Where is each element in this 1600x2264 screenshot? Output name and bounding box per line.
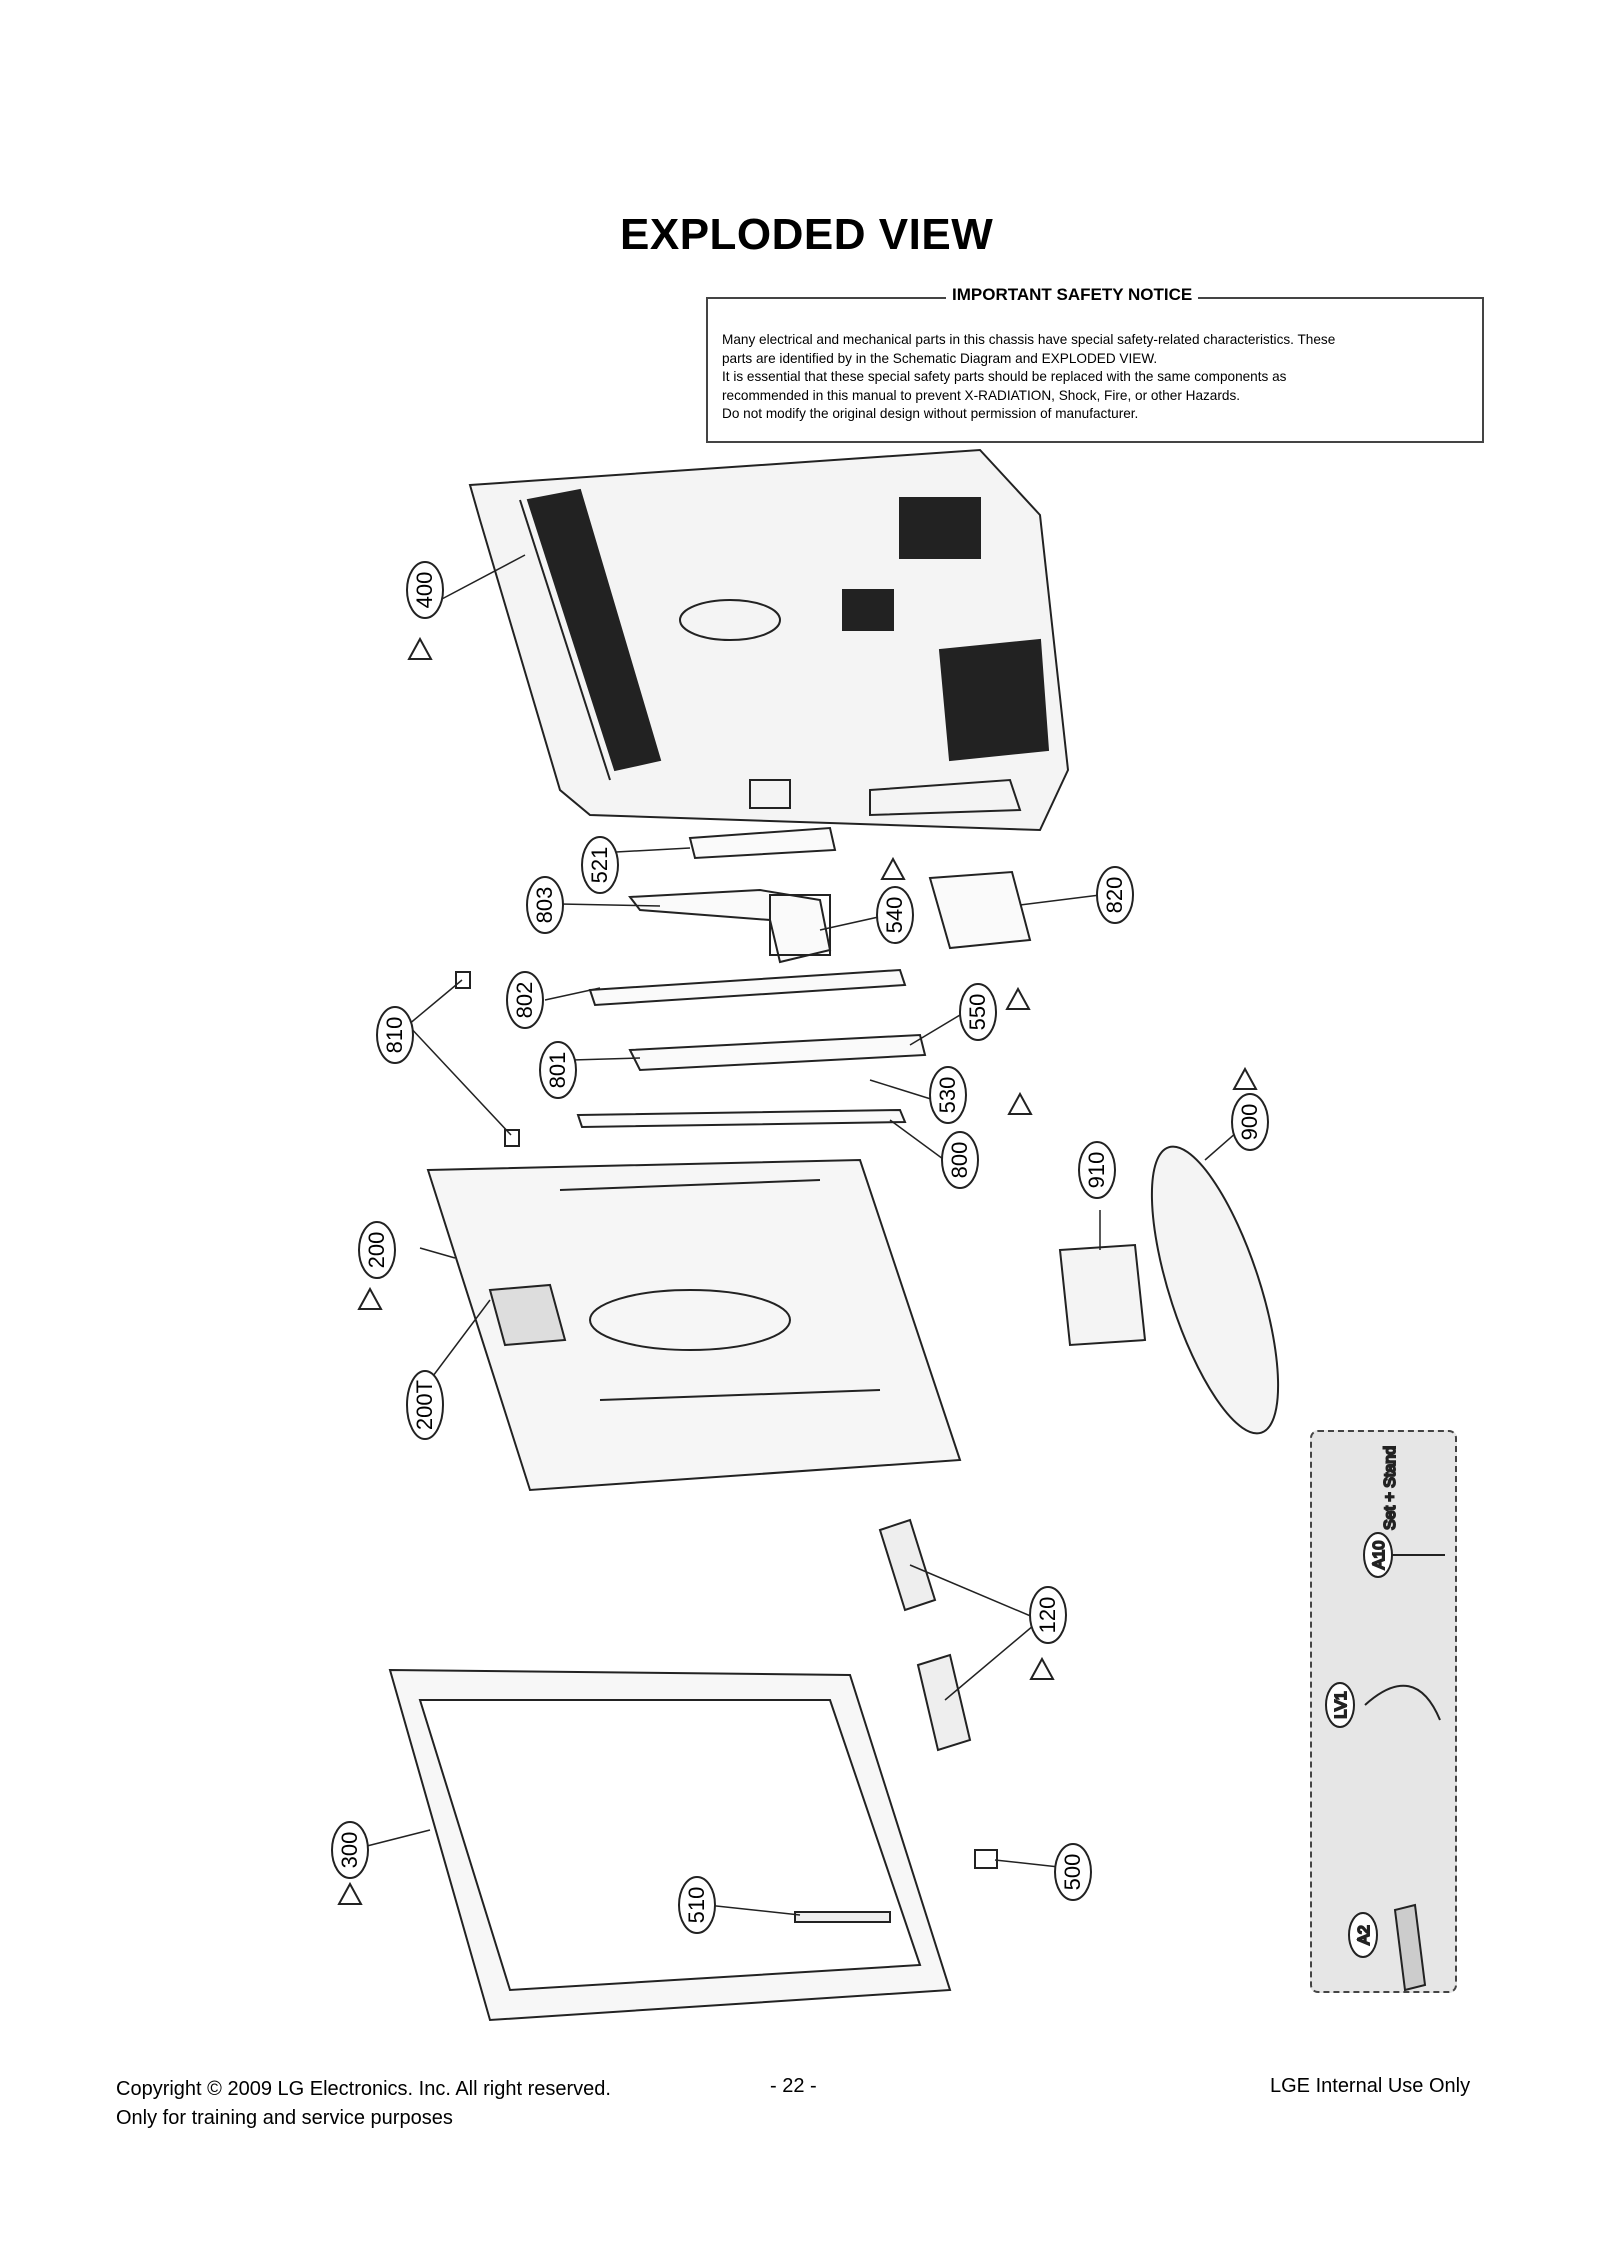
- safety-notice-body: Many electrical and mechanical parts in …: [722, 331, 1468, 424]
- callout-label: 801: [545, 1052, 570, 1089]
- internal-use-text: LGE Internal Use Only: [1270, 2075, 1471, 2097]
- page-title: EXPLODED VIEW: [620, 210, 994, 259]
- callout-540: 540: [876, 886, 914, 944]
- safety-warning-icon: [1232, 1066, 1258, 1090]
- safety-warning-icon: [357, 1286, 383, 1310]
- main-board-part: [628, 888, 832, 964]
- set-stand-note: Set + Stand: [1382, 1446, 1399, 1530]
- callout-label: 400: [412, 572, 437, 609]
- accessory-A2: A2: [1348, 1912, 1378, 1958]
- callout-802: 802: [506, 971, 544, 1029]
- part-820: [928, 870, 1032, 950]
- callout-label: 120: [1035, 1597, 1060, 1634]
- callout-label: 803: [532, 887, 557, 924]
- callout-120: 120: [1029, 1586, 1067, 1644]
- callout-910: 910: [1078, 1141, 1116, 1199]
- notice-line: recommended in this manual to prevent X-…: [722, 387, 1241, 403]
- callout-810: 810: [376, 1006, 414, 1064]
- callout-510: 510: [678, 1876, 716, 1934]
- part-120: [878, 1518, 937, 1612]
- svg-text:LV1: LV1: [1333, 1691, 1350, 1718]
- copyright-text: Copyright © 2009 LG Electronics. Inc. Al…: [116, 2078, 611, 2100]
- safety-notice-heading: IMPORTANT SAFETY NOTICE: [946, 285, 1199, 305]
- safety-warning-icon: [337, 1881, 363, 1905]
- svg-text:A2: A2: [1356, 1925, 1373, 1945]
- callout-200: 200: [358, 1221, 396, 1279]
- cable-icon: [1364, 1684, 1441, 1721]
- safety-warning-icon: [1029, 1656, 1055, 1680]
- callout-500: 500: [1054, 1843, 1092, 1901]
- callout-200T: 200T: [406, 1370, 444, 1440]
- svg-text:A10: A10: [1371, 1541, 1388, 1570]
- callout-label: 910: [1084, 1152, 1109, 1189]
- notice-line: It is essential that these special safet…: [722, 369, 1287, 384]
- callout-label: 810: [382, 1017, 407, 1054]
- callout-label: 550: [965, 994, 990, 1031]
- part-802: [588, 968, 907, 1007]
- part-800: [576, 1108, 907, 1129]
- callout-label: 200T: [412, 1380, 437, 1430]
- callout-label: 540: [882, 897, 907, 934]
- safety-warning-icon: [1005, 986, 1031, 1010]
- callout-label: 300: [337, 1832, 362, 1869]
- notice-line: parts are identified by in the Schematic…: [722, 350, 1158, 366]
- callout-530: 530: [929, 1066, 967, 1124]
- safety-notice-box: IMPORTANT SAFETY NOTICE Many electrical …: [706, 285, 1484, 443]
- callout-label: 521: [587, 847, 612, 884]
- footer-left: Copyright © 2009 LG Electronics. Inc. Al…: [116, 2075, 611, 2133]
- part-900: [1150, 1145, 1280, 1435]
- notice-line: Many electrical and mechanical parts in …: [722, 332, 1336, 347]
- callout-label: 820: [1102, 877, 1127, 914]
- callout-300: 300: [331, 1821, 369, 1879]
- safety-warning-icon: [880, 856, 906, 880]
- callout-label: 500: [1060, 1854, 1085, 1891]
- callout-label: 200: [364, 1232, 389, 1269]
- callout-label: 510: [684, 1887, 709, 1924]
- accessory-A10: A10: [1363, 1532, 1393, 1578]
- callout-900: 900: [1231, 1093, 1269, 1151]
- part-910: [1058, 1243, 1147, 1347]
- callout-label: 802: [512, 982, 537, 1019]
- purpose-text: Only for training and service purposes: [116, 2107, 453, 2129]
- notice-line: Do not modify the original design withou…: [722, 406, 1139, 421]
- part-510: [794, 1911, 891, 1923]
- callout-550: 550: [959, 983, 997, 1041]
- part-801: [628, 1033, 927, 1072]
- back-cover-part: [468, 448, 1070, 832]
- callout-801: 801: [539, 1041, 577, 1099]
- remote-icon: [1393, 1903, 1427, 1992]
- part-500: [974, 1849, 998, 1869]
- safety-warning-icon: [407, 636, 433, 660]
- callout-521: 521: [581, 836, 619, 894]
- callout-400: 400: [406, 561, 444, 619]
- part-810: [455, 971, 471, 989]
- page-number: - 22 -: [770, 2075, 817, 2097]
- callout-label: 800: [947, 1142, 972, 1179]
- chassis-frame-part: [426, 1158, 962, 1492]
- callout-803: 803: [526, 876, 564, 934]
- front-bezel-part: [388, 1668, 952, 2022]
- safety-warning-icon: [1007, 1091, 1033, 1115]
- callout-820: 820: [1096, 866, 1134, 924]
- part-521: [688, 826, 837, 860]
- callout-label: 530: [935, 1077, 960, 1114]
- callout-800: 800: [941, 1131, 979, 1189]
- callout-label: 900: [1237, 1104, 1262, 1141]
- accessory-LV1: LV1: [1325, 1682, 1355, 1728]
